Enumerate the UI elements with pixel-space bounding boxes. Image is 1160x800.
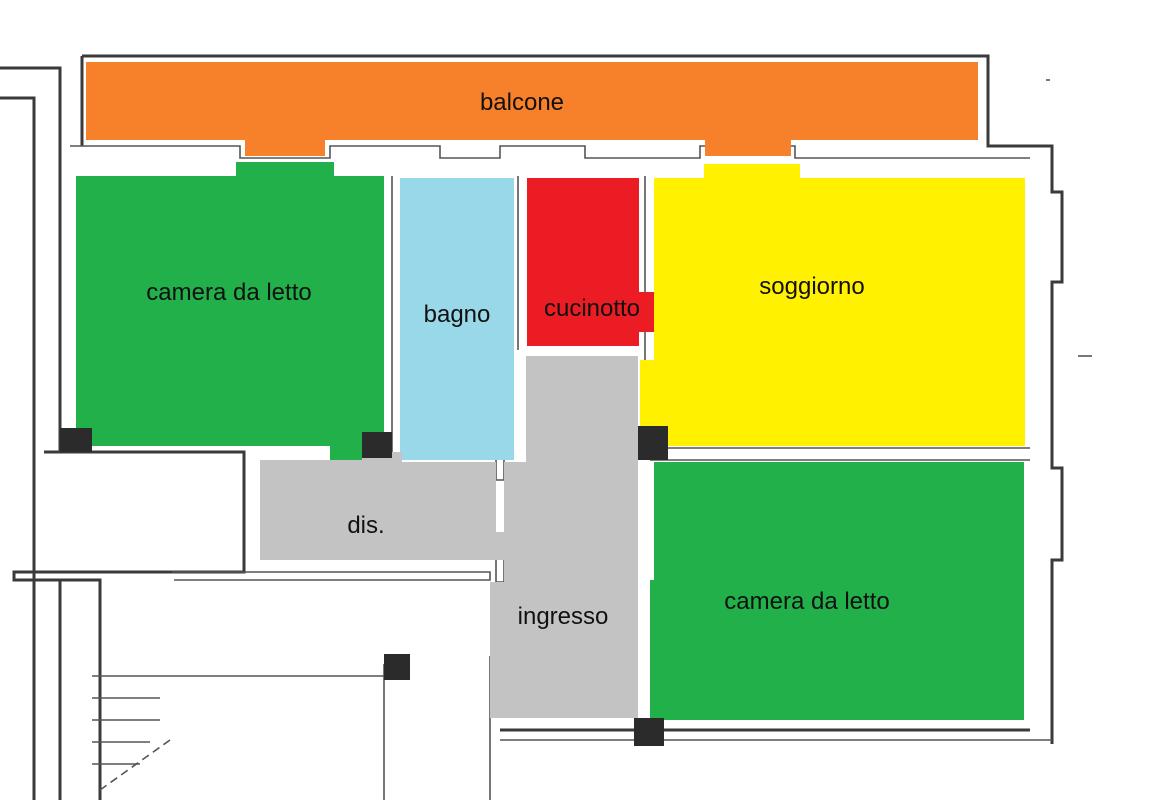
room-soggiorno: [640, 164, 1025, 446]
pillar: [60, 428, 92, 452]
label-soggiorno: soggiorno: [759, 273, 864, 300]
label-camera-da-letto-1: camera da letto: [146, 279, 311, 306]
label-balcone: balcone: [480, 89, 564, 116]
rooms: [76, 62, 1025, 720]
room-balcone: [86, 62, 978, 140]
room-camera-da-letto-1: [76, 162, 384, 460]
label-bagno: bagno: [424, 301, 491, 328]
room-camera-da-letto-2: [638, 462, 1024, 720]
room-balcone-tab-1: [245, 136, 325, 156]
pillar: [638, 426, 668, 460]
pillar: [634, 718, 664, 746]
pillar: [384, 654, 410, 680]
room-ingresso: [490, 356, 638, 718]
room-bagno: [400, 178, 514, 460]
pillar: [362, 432, 392, 458]
label-ingresso: ingresso: [518, 603, 609, 630]
label-camera-da-letto-2: camera da letto: [724, 588, 889, 615]
label-dis: dis.: [347, 512, 384, 539]
room-balcone-tab-2: [705, 136, 791, 156]
label-cucinotto: cucinotto: [544, 295, 640, 322]
room-cucinotto: [527, 178, 656, 346]
room-dis: [260, 452, 496, 560]
pillars: [60, 426, 668, 746]
room-labels: balcone camera da letto bagno cucinotto …: [146, 89, 889, 630]
walls: [0, 54, 1092, 800]
